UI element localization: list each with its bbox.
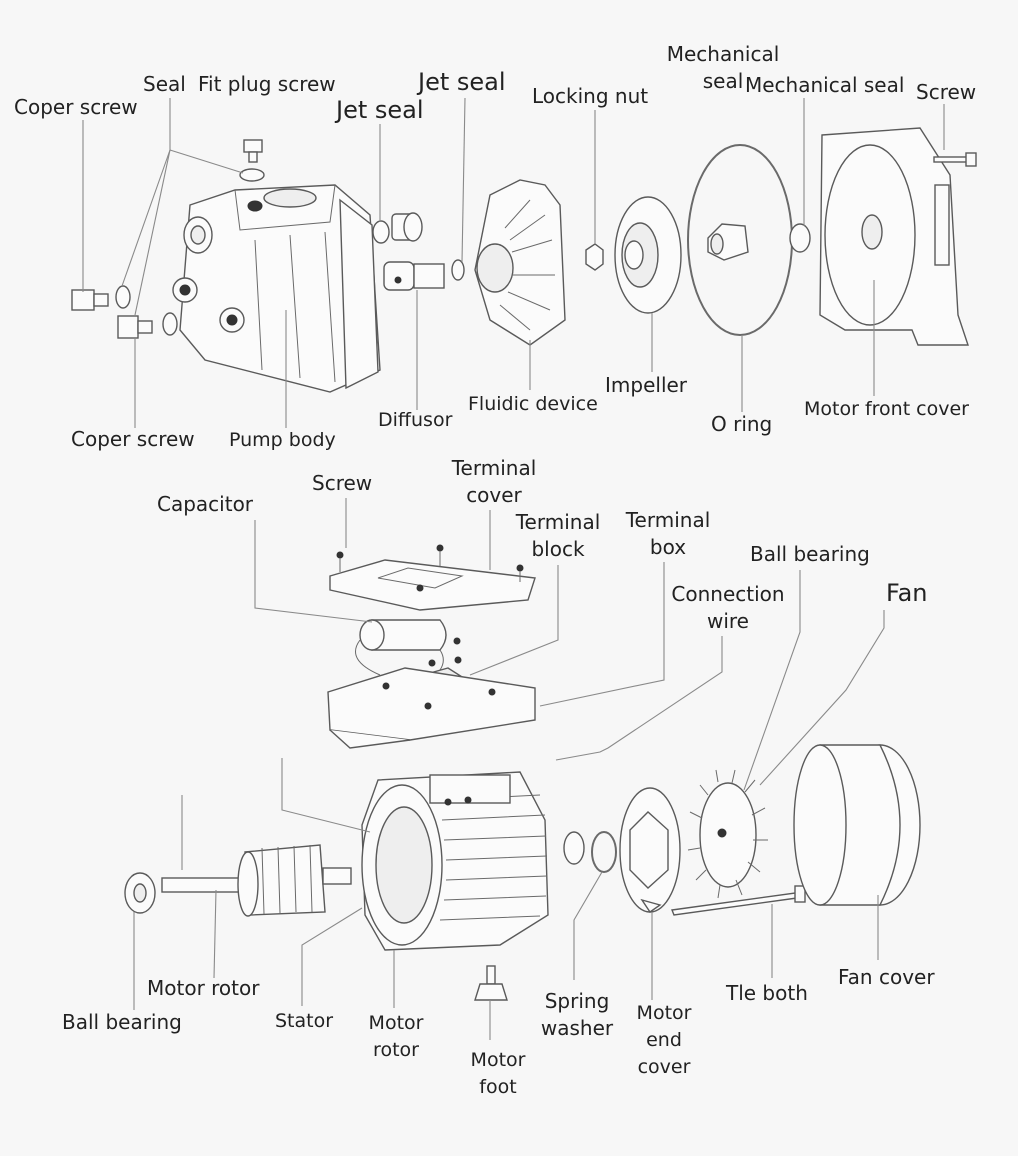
jet-seal-ring-2	[451, 259, 465, 281]
terminal-box-part	[327, 667, 536, 749]
seal-part	[239, 168, 265, 182]
fit-plug-screw-part	[243, 139, 263, 163]
label-mechanical-seal-1: Mechanical seal	[666, 42, 780, 93]
label-motor-front-cover: Motor front cover	[804, 398, 969, 420]
label-motor-foot: Motor foot	[470, 1049, 526, 1098]
coper-screw-top-part	[71, 285, 131, 311]
label-terminal-block: Terminal block	[515, 510, 601, 561]
tle-both-part	[671, 885, 806, 916]
terminal-cover-part	[329, 544, 536, 611]
mechanical-seal-2-part	[789, 223, 811, 253]
label-o-ring: O ring	[711, 412, 773, 436]
label-screw-top: Screw	[916, 80, 977, 104]
label-seal: Seal	[143, 72, 186, 96]
fluidic-device-part	[474, 179, 566, 346]
motor-end-cover-part	[619, 787, 681, 913]
ball-bearing-bottom-part	[124, 872, 156, 914]
label-spring-washer: Spring washer	[540, 989, 614, 1040]
mechanical-seal-1-part	[707, 223, 749, 261]
label-motor-end-cover: Motor end cover	[636, 1002, 692, 1078]
coper-screw-bottom-part	[117, 312, 178, 339]
spring-washer-part-2	[591, 831, 617, 873]
label-motor-rotor-1: Motor rotor	[147, 976, 260, 1000]
label-mechanical-seal-2: Mechanical seal	[745, 73, 905, 97]
label-connection-wire: Connection wire	[671, 582, 785, 633]
bottom-leader-lines	[133, 498, 885, 1040]
screw-top-part	[933, 152, 977, 167]
label-tle-both: Tle both	[726, 981, 808, 1005]
label-stator: Stator	[275, 1010, 334, 1032]
label-screw-mid: Screw	[312, 471, 373, 495]
pump-body-part	[172, 184, 381, 393]
label-fan-cover: Fan cover	[838, 965, 935, 989]
label-ball-bearing-bottom: Ball bearing	[62, 1010, 182, 1034]
motor-rotor-part	[161, 844, 352, 917]
top-leader-lines	[82, 97, 945, 428]
spring-washer-part-1	[563, 831, 585, 865]
motor-front-cover-part	[819, 127, 969, 346]
fan-cover-part	[793, 744, 921, 906]
label-motor-rotor-2: Motor rotor	[368, 1012, 424, 1061]
label-capacitor: Capacitor	[157, 492, 254, 516]
label-coper-screw-top: Coper screw	[14, 95, 138, 119]
capacitor-part	[355, 619, 447, 681]
diffusor-part	[383, 212, 445, 291]
label-diffusor: Diffusor	[378, 409, 453, 431]
label-fit-plug-screw: Fit plug screw	[198, 72, 336, 96]
label-terminal-box: Terminal box	[625, 508, 711, 559]
label-fan: Fan	[886, 579, 928, 607]
locking-nut-part	[585, 243, 604, 271]
motor-foot-part	[474, 965, 508, 1001]
label-pump-body: Pump body	[229, 429, 336, 451]
label-fluidic-device: Fluidic device	[468, 393, 598, 415]
motor-body-part	[361, 771, 549, 951]
label-coper-screw-bottom: Coper screw	[71, 427, 195, 451]
fan-part	[687, 769, 768, 899]
label-ball-bearing-top: Ball bearing	[750, 542, 870, 566]
label-jet-seal-2: Jet seal	[418, 68, 506, 96]
label-impeller: Impeller	[605, 373, 688, 397]
impeller-part	[614, 196, 682, 314]
label-jet-seal-1: Jet seal	[336, 96, 424, 124]
label-locking-nut: Locking nut	[532, 84, 649, 108]
label-terminal-cover: Terminal cover	[451, 456, 537, 507]
jet-seal-ring-1	[372, 220, 390, 244]
